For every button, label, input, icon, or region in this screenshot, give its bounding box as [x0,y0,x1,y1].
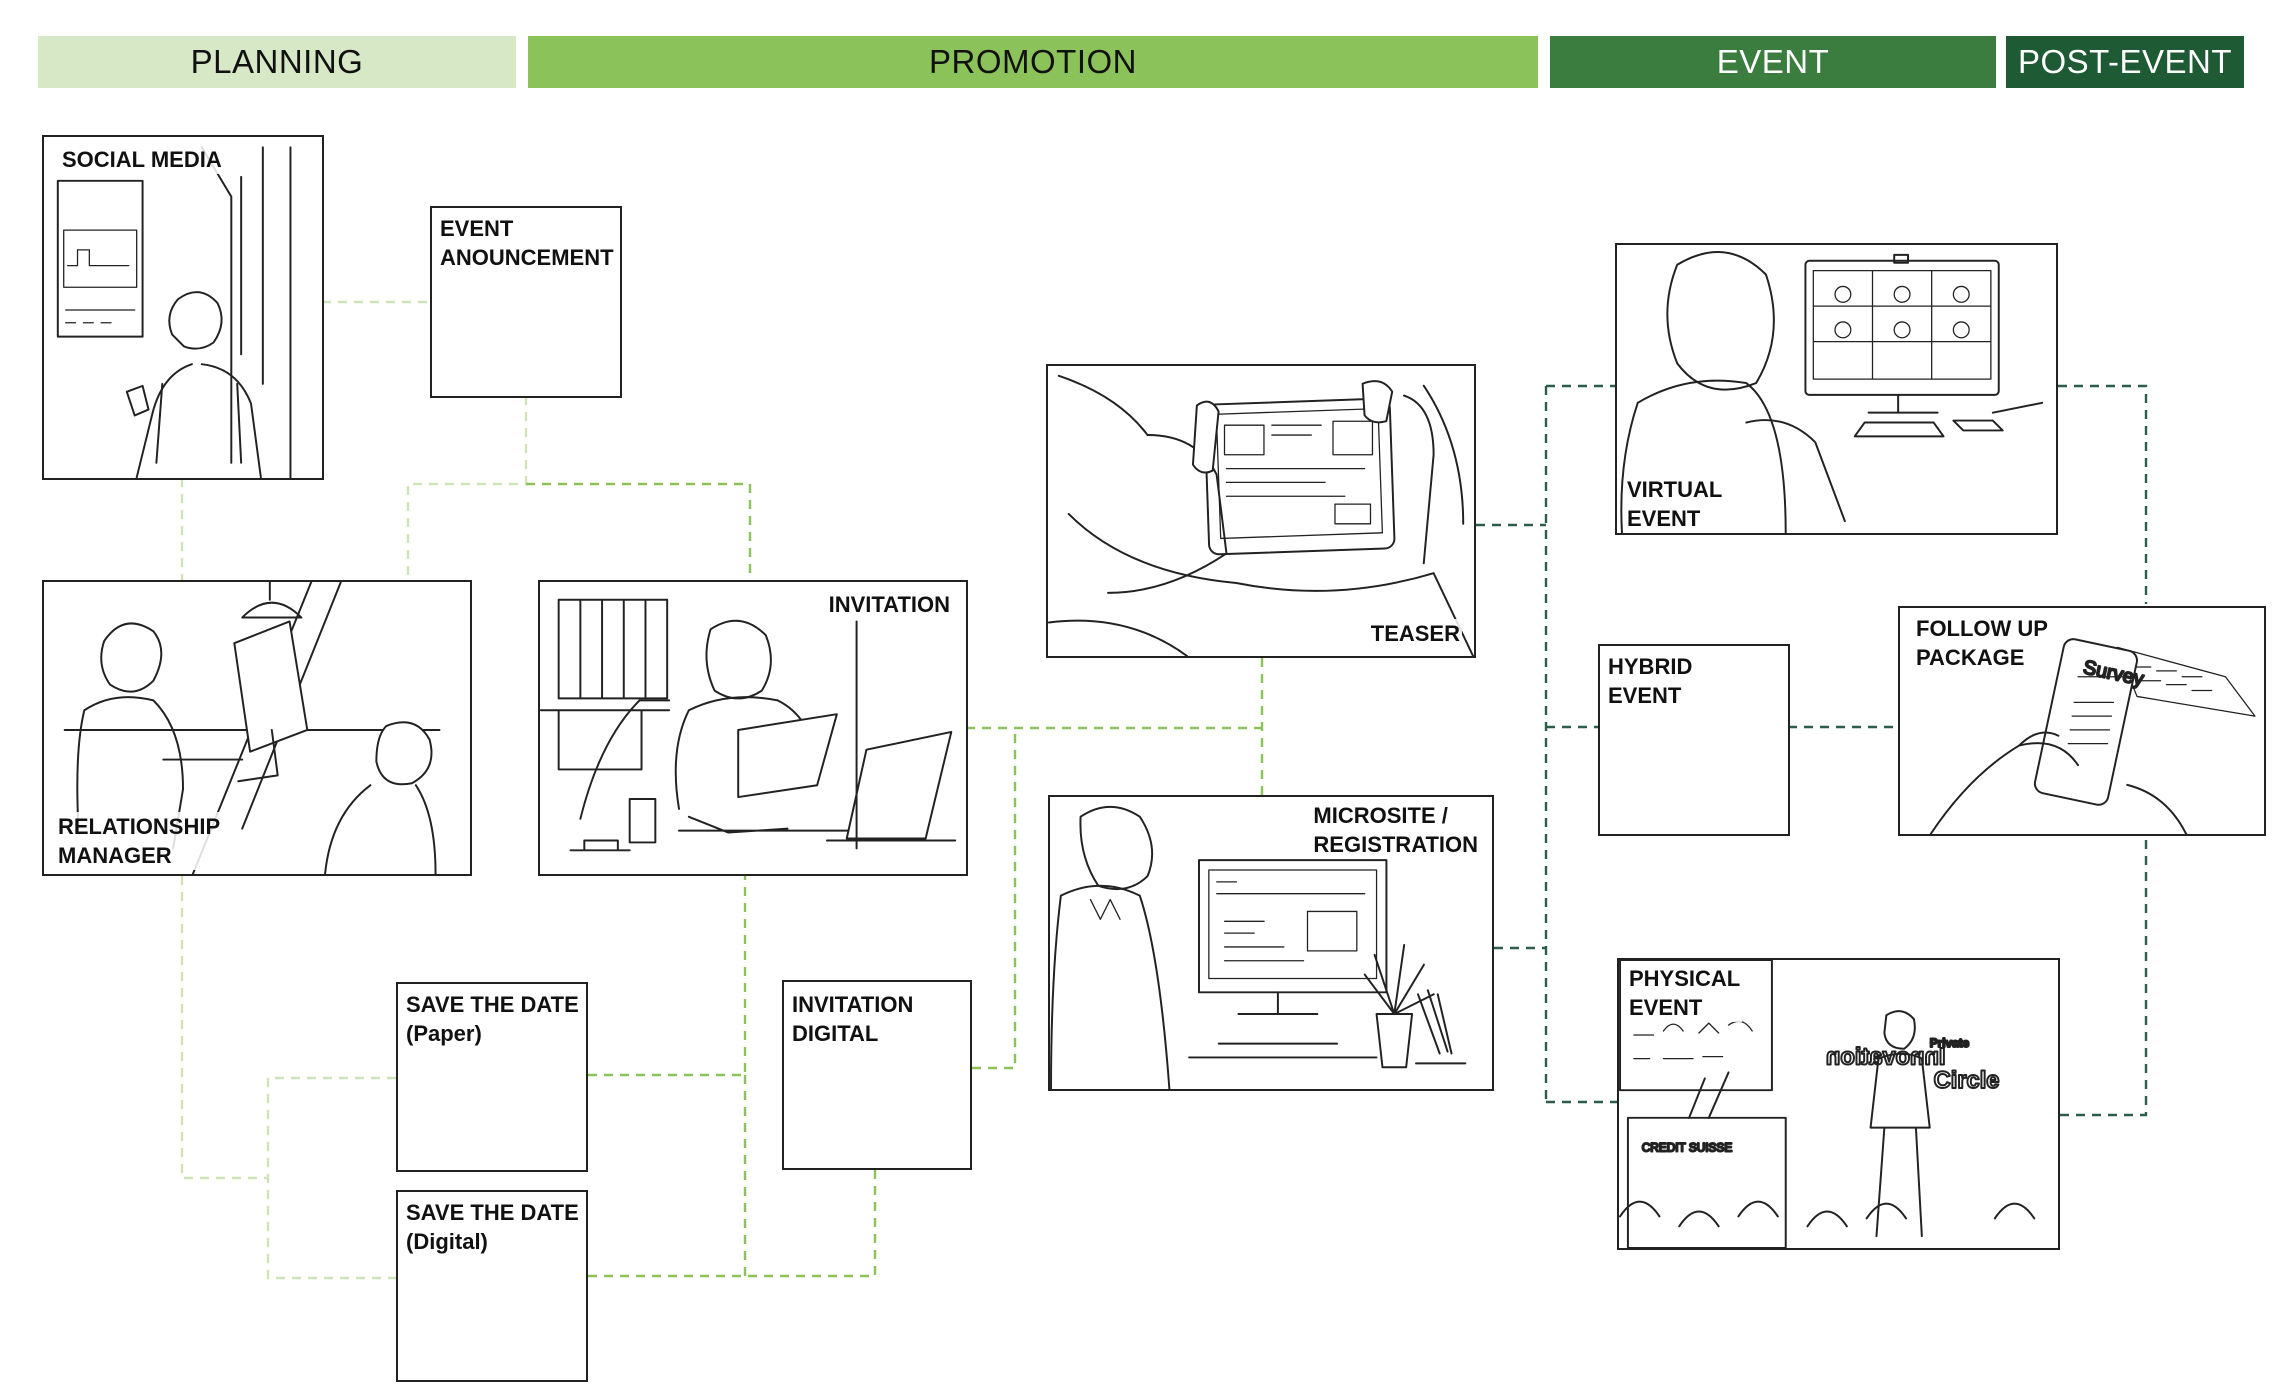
save-date-paper-label: SAVE THE DATE (Paper) [404,990,581,1048]
relationship-manager-illustration [63,582,441,874]
social-media-label: SOCIAL MEDIA [60,145,224,174]
phase-planning-label: PLANNING [190,43,364,80]
social-media-illustration [56,146,292,478]
banner-line3: Circle [1934,1068,2000,1094]
link-savedate-paper-invitation [588,876,747,1077]
event-announcement-label: EVENT ANOUNCEMENT [438,214,616,272]
node-relationship-manager[interactable]: RELATIONSHIP MANAGER [42,580,472,876]
podium-text: CREDIT SUISSE [1642,1140,1733,1154]
banner-line2: Innovation [1826,1045,1946,1071]
invitation-illustration [540,598,957,852]
link-announcement-invitation [526,482,752,580]
phase-planning: PLANNING [38,36,516,88]
follow-up-illustration: Survey [1929,638,2256,834]
link-invitation-digital [972,728,1017,1070]
relationship-manager-label: RELATIONSHIP MANAGER [56,812,223,870]
microsite-illustration [1050,806,1467,1089]
phase-post-event: POST-EVENT [2006,36,2244,88]
link-physical-followup [2060,836,2148,1117]
node-teaser[interactable]: TEASER [1046,364,1476,658]
phase-event-label: EVENT [1716,43,1830,80]
node-invitation-digital[interactable]: INVITATION DIGITAL [782,980,972,1170]
node-social-media[interactable]: SOCIAL MEDIA [42,135,324,480]
node-event-announcement[interactable]: EVENT ANOUNCEMENT [430,206,622,398]
invitation-label: INVITATION [826,590,952,619]
node-invitation[interactable]: INVITATION [538,580,968,876]
node-follow-up[interactable]: Survey FOLLOW UP PACKAGE [1898,606,2266,836]
virtual-event-label: VIRTUAL EVENT [1625,475,1725,533]
hybrid-event-label: HYBRID EVENT [1606,652,1695,710]
phase-event: EVENT [1550,36,1996,88]
phase-post-event-label: POST-EVENT [2017,43,2233,80]
teaser-label: TEASER [1368,619,1462,648]
node-save-date-digital[interactable]: SAVE THE DATE (Digital) [396,1190,588,1382]
physical-event-label: PHYSICAL EVENT [1627,964,1743,1022]
node-physical-event[interactable]: CREDIT SUISSE Private Innovation Circle … [1617,958,2060,1250]
follow-up-label: FOLLOW UP PACKAGE [1914,614,2050,672]
link-savedate-bracket [266,1076,396,1280]
node-microsite[interactable]: MICROSITE / REGISTRATION [1048,795,1494,1091]
teaser-illustration [1048,374,1474,656]
save-date-digital-label: SAVE THE DATE (Digital) [404,1198,581,1256]
banner-line1: Private [1930,1036,1970,1050]
link-savedate-digital-line [588,1170,877,1278]
link-relationship-savedate [180,876,268,1180]
microsite-label: MICROSITE / REGISTRATION [1311,801,1480,859]
invitation-digital-label: INVITATION DIGITAL [790,990,916,1048]
phase-promotion: PROMOTION [528,36,1538,88]
node-virtual-event[interactable]: VIRTUAL EVENT [1615,243,2058,535]
phase-promotion-label: PROMOTION [929,43,1137,80]
node-hybrid-event[interactable]: HYBRID EVENT [1598,644,1790,836]
link-announcement-relationship [406,396,528,580]
virtual-event-illustration [1620,251,2044,533]
node-save-date-paper[interactable]: SAVE THE DATE (Paper) [396,982,588,1172]
link-virtual-followup [2058,384,2148,604]
